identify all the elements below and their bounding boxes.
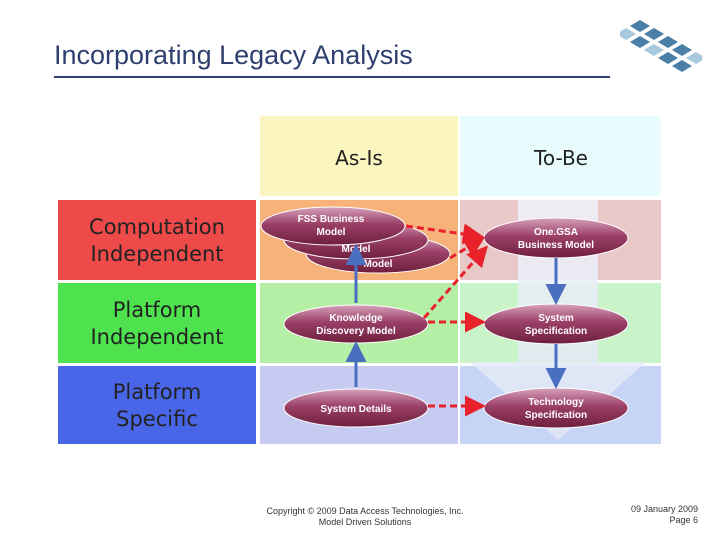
system-details-label: System Details [320, 404, 392, 415]
psm-row-label-cell [58, 366, 256, 444]
onegsa-business-model-pill [483, 217, 629, 259]
psm-row-label-line2: Specific [116, 407, 198, 431]
technology-specification-pill [483, 387, 629, 429]
psm-row-label-line1: Platform [113, 380, 202, 404]
onegsa-business-model-line2: Business Model [518, 240, 594, 251]
to-be-header: To-Be [533, 146, 588, 170]
as-is-header: As-Is [335, 146, 383, 170]
as-is-business-model-stack: Model Model FSS Business Model [260, 206, 451, 274]
cim-row-label-line2: Independent [90, 242, 223, 266]
footer-copyright: Copyright © 2009 Data Access Technologie… [230, 506, 500, 528]
fss-to-onegsa-dashed-arrow [405, 223, 484, 245]
pim-row-label-line2: Independent [90, 325, 223, 349]
system-specification-pill [483, 303, 629, 345]
slide-title: Incorporating Legacy Analysis [54, 40, 413, 70]
stack-to-onegsa-dashed-arrow [449, 236, 486, 260]
onegsa-business-model-line1: One.GSA [534, 227, 578, 238]
page-number: Page 6 [669, 515, 698, 525]
fss-business-model-line2: Model [317, 227, 346, 238]
system-details-pill [283, 388, 429, 428]
system-specification-line1: System [538, 313, 574, 324]
kdm-to-onegsa-dashed-arrow [422, 245, 488, 319]
pim-row-label-cell [58, 283, 256, 363]
system-specification-line2: Specification [525, 326, 587, 337]
company-logo [620, 20, 702, 72]
footer-date: 09 January 2009 [630, 504, 698, 514]
cim-row-label-line1: Computation [89, 215, 225, 239]
knowledge-discovery-model-line1: Knowledge [329, 313, 383, 324]
knowledge-discovery-model-pill [283, 304, 429, 344]
fss-business-model-line1: FSS Business [298, 214, 365, 225]
footer-meta: 09 January 2009 Page 6 [590, 504, 698, 526]
title-underline [54, 76, 610, 78]
tagline-text: Model Driven Solutions [318, 517, 412, 527]
stack-back-label-2: Model [364, 259, 393, 270]
copyright-text: Copyright © 2009 Data Access Technologie… [266, 506, 464, 516]
technology-specification-line2: Specification [525, 410, 587, 421]
technology-specification-line1: Technology [528, 397, 584, 408]
fss-business-model-pill [260, 206, 406, 246]
to-be-header-cell [460, 116, 661, 196]
pim-row-label-line1: Platform [113, 298, 202, 322]
cim-row-label-cell [58, 200, 256, 280]
as-is-header-cell [260, 116, 458, 196]
knowledge-discovery-model-line2: Discovery Model [316, 326, 396, 337]
